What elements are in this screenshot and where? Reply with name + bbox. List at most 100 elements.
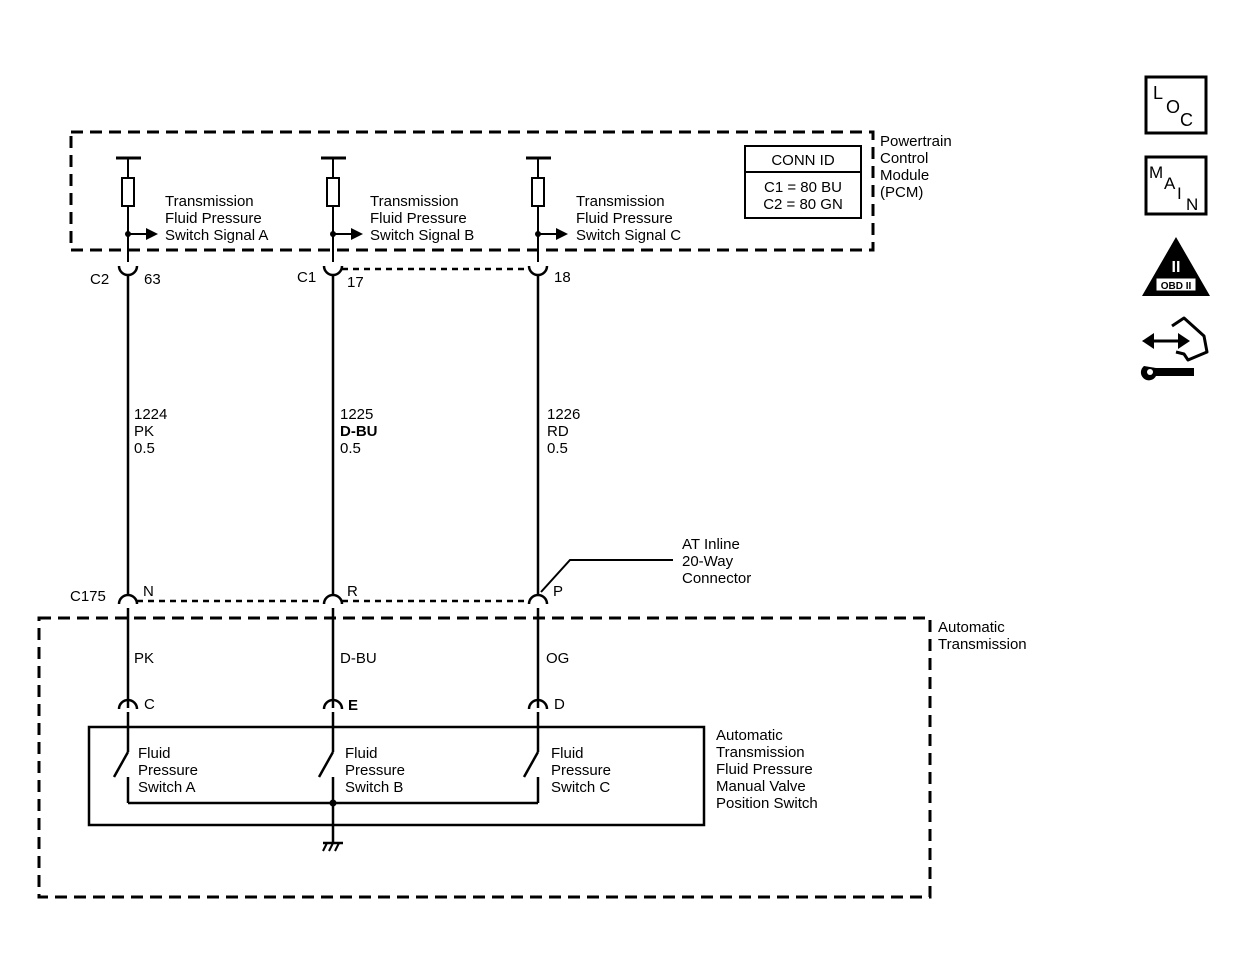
svg-text:Transmission: Transmission bbox=[370, 193, 459, 210]
signal-label-b: Transmission Fluid Pressure Switch Signa… bbox=[370, 193, 474, 244]
svg-text:18: 18 bbox=[554, 269, 571, 286]
pressure-switch-c bbox=[522, 712, 540, 803]
svg-text:R: R bbox=[347, 583, 358, 600]
svg-text:Transmission: Transmission bbox=[165, 193, 254, 210]
svg-text:17: 17 bbox=[347, 274, 364, 291]
pressure-switch-b bbox=[317, 712, 335, 843]
svg-text:C: C bbox=[1180, 110, 1193, 130]
pullup-resistor-c bbox=[531, 177, 545, 207]
pullup-resistor-b bbox=[326, 177, 340, 207]
pcm-circuit-a bbox=[116, 156, 158, 262]
pcm-circuit-c bbox=[526, 156, 568, 262]
svg-text:Position Switch: Position Switch bbox=[716, 795, 818, 812]
svg-text:0.5: 0.5 bbox=[340, 440, 361, 457]
svg-text:Automatic: Automatic bbox=[938, 619, 1005, 636]
svg-text:N: N bbox=[1186, 195, 1198, 214]
svg-text:C2 = 80 GN: C2 = 80 GN bbox=[763, 196, 843, 213]
switch-assembly-box bbox=[87, 725, 706, 827]
loc-icon[interactable]: L O C bbox=[1144, 75, 1208, 135]
signal-arrow-b bbox=[351, 228, 363, 240]
switch-label-c: Fluid Pressure Switch C bbox=[551, 745, 611, 796]
svg-text:Fluid Pressure: Fluid Pressure bbox=[716, 761, 813, 778]
svg-text:Fluid: Fluid bbox=[138, 745, 171, 762]
svg-text:C175: C175 bbox=[70, 588, 106, 605]
pullup-resistor-a bbox=[121, 177, 135, 207]
svg-text:CONN ID: CONN ID bbox=[771, 152, 835, 169]
svg-text:Transmission: Transmission bbox=[716, 744, 805, 761]
wire-label-1224: 1224 PK 0.5 bbox=[134, 406, 167, 457]
svg-text:I: I bbox=[1177, 184, 1182, 203]
pcm-connector-c1-17: C1 17 bbox=[297, 265, 364, 291]
svg-text:Module: Module bbox=[880, 167, 929, 184]
svg-text:Powertrain: Powertrain bbox=[880, 133, 952, 150]
service-hand-icon[interactable] bbox=[1140, 316, 1209, 381]
svg-text:1226: 1226 bbox=[547, 406, 580, 423]
svg-text:D: D bbox=[554, 696, 565, 713]
transmission-wire-color-b: D-BU bbox=[340, 650, 377, 667]
svg-text:II: II bbox=[1172, 259, 1181, 276]
pcm-label: Powertrain Control Module (PCM) bbox=[880, 133, 952, 201]
pcm-connector-c2-63: C2 63 bbox=[90, 265, 161, 288]
svg-text:AT Inline: AT Inline bbox=[682, 536, 740, 553]
pcm-boundary bbox=[69, 130, 875, 252]
wire-label-1225: 1225 D-BU 0.5 bbox=[340, 406, 378, 457]
svg-text:Transmission: Transmission bbox=[576, 193, 665, 210]
svg-text:Switch B: Switch B bbox=[345, 779, 403, 796]
svg-text:C: C bbox=[144, 696, 155, 713]
svg-text:RD: RD bbox=[547, 423, 569, 440]
transmission-wire-color-a: PK bbox=[134, 650, 154, 667]
svg-text:0.5: 0.5 bbox=[134, 440, 155, 457]
transmission-wire-color-c: OG bbox=[546, 650, 569, 667]
svg-text:L: L bbox=[1153, 83, 1163, 103]
obd-ii-icon[interactable]: II OBD II bbox=[1142, 237, 1210, 296]
switch-assembly-label: Automatic Transmission Fluid Pressure Ma… bbox=[716, 727, 818, 812]
svg-text:C1 = 80 BU: C1 = 80 BU bbox=[764, 179, 842, 196]
svg-text:OBD II: OBD II bbox=[1161, 281, 1192, 292]
switch-label-b: Fluid Pressure Switch B bbox=[345, 745, 405, 796]
svg-text:Pressure: Pressure bbox=[138, 762, 198, 779]
svg-text:Switch A: Switch A bbox=[138, 779, 196, 796]
svg-text:Pressure: Pressure bbox=[345, 762, 405, 779]
splice-dot bbox=[329, 799, 337, 807]
inline-connector-c175: C175 N R P bbox=[70, 583, 563, 605]
svg-text:Switch Signal A: Switch Signal A bbox=[165, 227, 268, 244]
svg-text:Fluid Pressure: Fluid Pressure bbox=[576, 210, 673, 227]
svg-text:N: N bbox=[143, 583, 154, 600]
signal-arrow-c bbox=[556, 228, 568, 240]
inline-connector-leader bbox=[540, 559, 673, 593]
ground-icon bbox=[322, 841, 343, 852]
svg-text:O: O bbox=[1166, 97, 1180, 117]
pcm-circuit-b bbox=[321, 156, 363, 262]
svg-text:Fluid: Fluid bbox=[551, 745, 584, 762]
svg-text:Fluid: Fluid bbox=[345, 745, 378, 762]
svg-text:Manual Valve: Manual Valve bbox=[716, 778, 806, 795]
signal-arrow-a bbox=[146, 228, 158, 240]
svg-text:Fluid Pressure: Fluid Pressure bbox=[165, 210, 262, 227]
svg-text:(PCM): (PCM) bbox=[880, 184, 923, 201]
pressure-switch-a bbox=[112, 712, 130, 803]
svg-text:1225: 1225 bbox=[340, 406, 373, 423]
switch-connector: C E D bbox=[117, 696, 565, 714]
svg-text:Switch Signal C: Switch Signal C bbox=[576, 227, 681, 244]
svg-text:M: M bbox=[1149, 163, 1163, 182]
pcm-connector-c1-18: 18 bbox=[527, 265, 571, 286]
svg-text:Automatic: Automatic bbox=[716, 727, 783, 744]
main-icon[interactable]: M A I N bbox=[1144, 155, 1208, 216]
signal-label-a: Transmission Fluid Pressure Switch Signa… bbox=[165, 193, 268, 244]
svg-text:D-BU: D-BU bbox=[340, 423, 378, 440]
svg-text:Pressure: Pressure bbox=[551, 762, 611, 779]
svg-text:Fluid Pressure: Fluid Pressure bbox=[370, 210, 467, 227]
svg-text:Switch C: Switch C bbox=[551, 779, 610, 796]
svg-text:Control: Control bbox=[880, 150, 928, 167]
svg-text:Connector: Connector bbox=[682, 570, 751, 587]
transmission-label: Automatic Transmission bbox=[938, 619, 1027, 653]
svg-text:20-Way: 20-Way bbox=[682, 553, 734, 570]
svg-text:1224: 1224 bbox=[134, 406, 167, 423]
svg-text:P: P bbox=[553, 583, 563, 600]
wire-label-1226: 1226 RD 0.5 bbox=[547, 406, 580, 457]
svg-text:E: E bbox=[348, 697, 358, 714]
conn-id-box: CONN ID C1 = 80 BU C2 = 80 GN bbox=[744, 145, 862, 219]
svg-text:Switch Signal B: Switch Signal B bbox=[370, 227, 474, 244]
svg-text:A: A bbox=[1164, 174, 1176, 193]
